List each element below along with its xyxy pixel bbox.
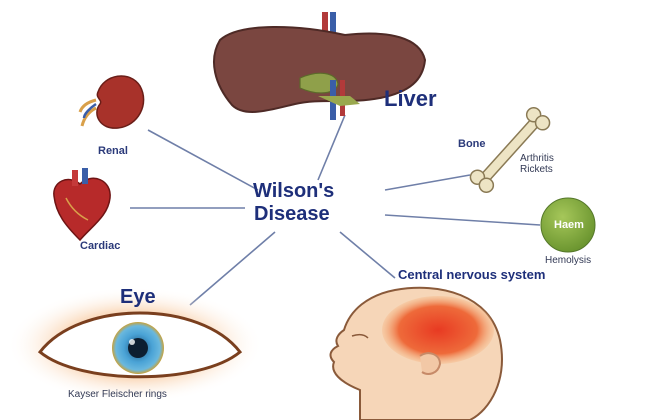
haem-condition-label: Hemolysis <box>545 255 591 266</box>
connector-renal <box>148 130 258 190</box>
eye-condition-label: Kayser Fleischer rings <box>68 389 167 400</box>
liver-label: Liver <box>384 86 437 112</box>
bone-label: Bone <box>458 138 486 150</box>
connector-eye <box>190 232 275 305</box>
renal-label: Renal <box>98 145 128 157</box>
center-title-line2: Disease <box>254 203 330 226</box>
cns-label: Central nervous system <box>398 267 545 282</box>
cardiac-label: Cardiac <box>80 240 120 252</box>
kidney-illustration <box>80 76 144 128</box>
heart-illustration <box>54 168 110 240</box>
bone-condition-arthritis: Arthritis <box>520 153 554 164</box>
head-illustration <box>331 288 502 420</box>
connector-cns <box>340 232 395 278</box>
center-title-line1: Wilson's <box>253 180 334 203</box>
bone-illustration <box>468 105 553 195</box>
connector-bone <box>385 175 470 190</box>
connector-haem <box>385 215 540 225</box>
eye-label: Eye <box>120 286 156 309</box>
bone-condition-rickets: Rickets <box>520 164 553 175</box>
connector-liver <box>318 115 345 180</box>
haem-badge-label: Haem <box>554 219 584 231</box>
